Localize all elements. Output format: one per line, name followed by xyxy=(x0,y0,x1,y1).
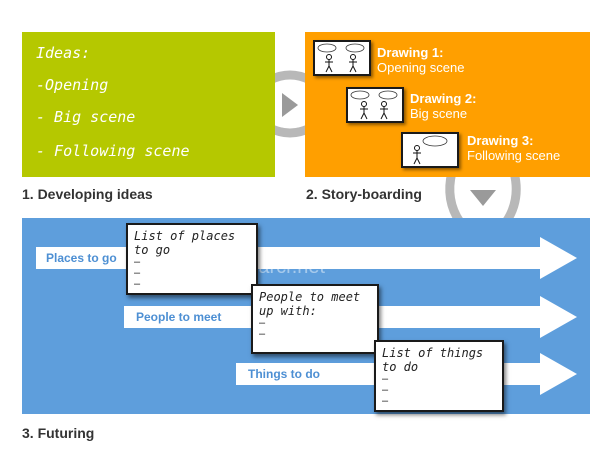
storyboard-frame-2 xyxy=(346,87,404,123)
lane-label-things: Things to do xyxy=(238,363,378,385)
lane-label-places: Places to go xyxy=(36,247,128,269)
drawing-subtitle: Big scene xyxy=(410,106,468,121)
storyboard-frame-1 xyxy=(313,40,371,76)
storyboard-caption: 2. Story-boarding xyxy=(306,186,422,202)
storyboard-panel: Drawing 1: Opening scene Drawing 2: Big … xyxy=(305,32,590,177)
lane-label-people: People to meet xyxy=(126,306,254,328)
drawing-title: Drawing 2: xyxy=(410,91,477,106)
futuring-caption: 3. Futuring xyxy=(22,425,95,441)
note-title: List of things to do xyxy=(382,346,484,374)
note-things: List of things to do – – – xyxy=(374,340,504,412)
right-arrow-icon xyxy=(282,93,298,117)
note-item: – xyxy=(259,317,266,329)
connector-band-top xyxy=(267,70,313,85)
ideas-item: - Following scene xyxy=(36,142,190,160)
connector-band-bottom xyxy=(267,123,313,138)
note-item: – xyxy=(134,267,141,279)
note-title: List of places to go xyxy=(134,229,236,257)
futuring-panel: ©marcr.net Places to go People to meet T… xyxy=(22,218,590,414)
note-item: – xyxy=(382,395,389,407)
connector-band-left xyxy=(445,170,464,225)
connector-band-right xyxy=(502,170,521,225)
stick-figures-icon xyxy=(350,90,398,120)
drawing-subtitle: Following scene xyxy=(467,148,561,163)
note-people: People to meet up with: – – xyxy=(251,284,379,354)
note-item: – xyxy=(134,278,141,290)
ideas-panel: Ideas: -Opening - Big scene - Following … xyxy=(22,32,275,177)
drawing-title: Drawing 1: xyxy=(377,45,444,60)
stick-figure-icon xyxy=(413,135,448,165)
note-item: – xyxy=(382,373,389,385)
ideas-heading: Ideas: xyxy=(36,44,91,62)
ideas-item: - Big scene xyxy=(36,108,136,126)
storyboard-frame-3 xyxy=(401,132,459,168)
note-item: – xyxy=(259,328,266,340)
drawing-title: Drawing 3: xyxy=(467,133,534,148)
note-item: – xyxy=(134,256,141,268)
ideas-caption: 1. Developing ideas xyxy=(22,186,153,202)
note-title: People to meet up with: xyxy=(259,290,361,318)
drawing-subtitle: Opening scene xyxy=(377,60,465,75)
note-places: List of places to go – – – xyxy=(126,223,258,295)
note-item: – xyxy=(382,384,389,396)
down-arrow-icon xyxy=(470,190,496,206)
stick-figures-icon xyxy=(317,43,365,73)
ideas-item: -Opening xyxy=(36,76,109,94)
